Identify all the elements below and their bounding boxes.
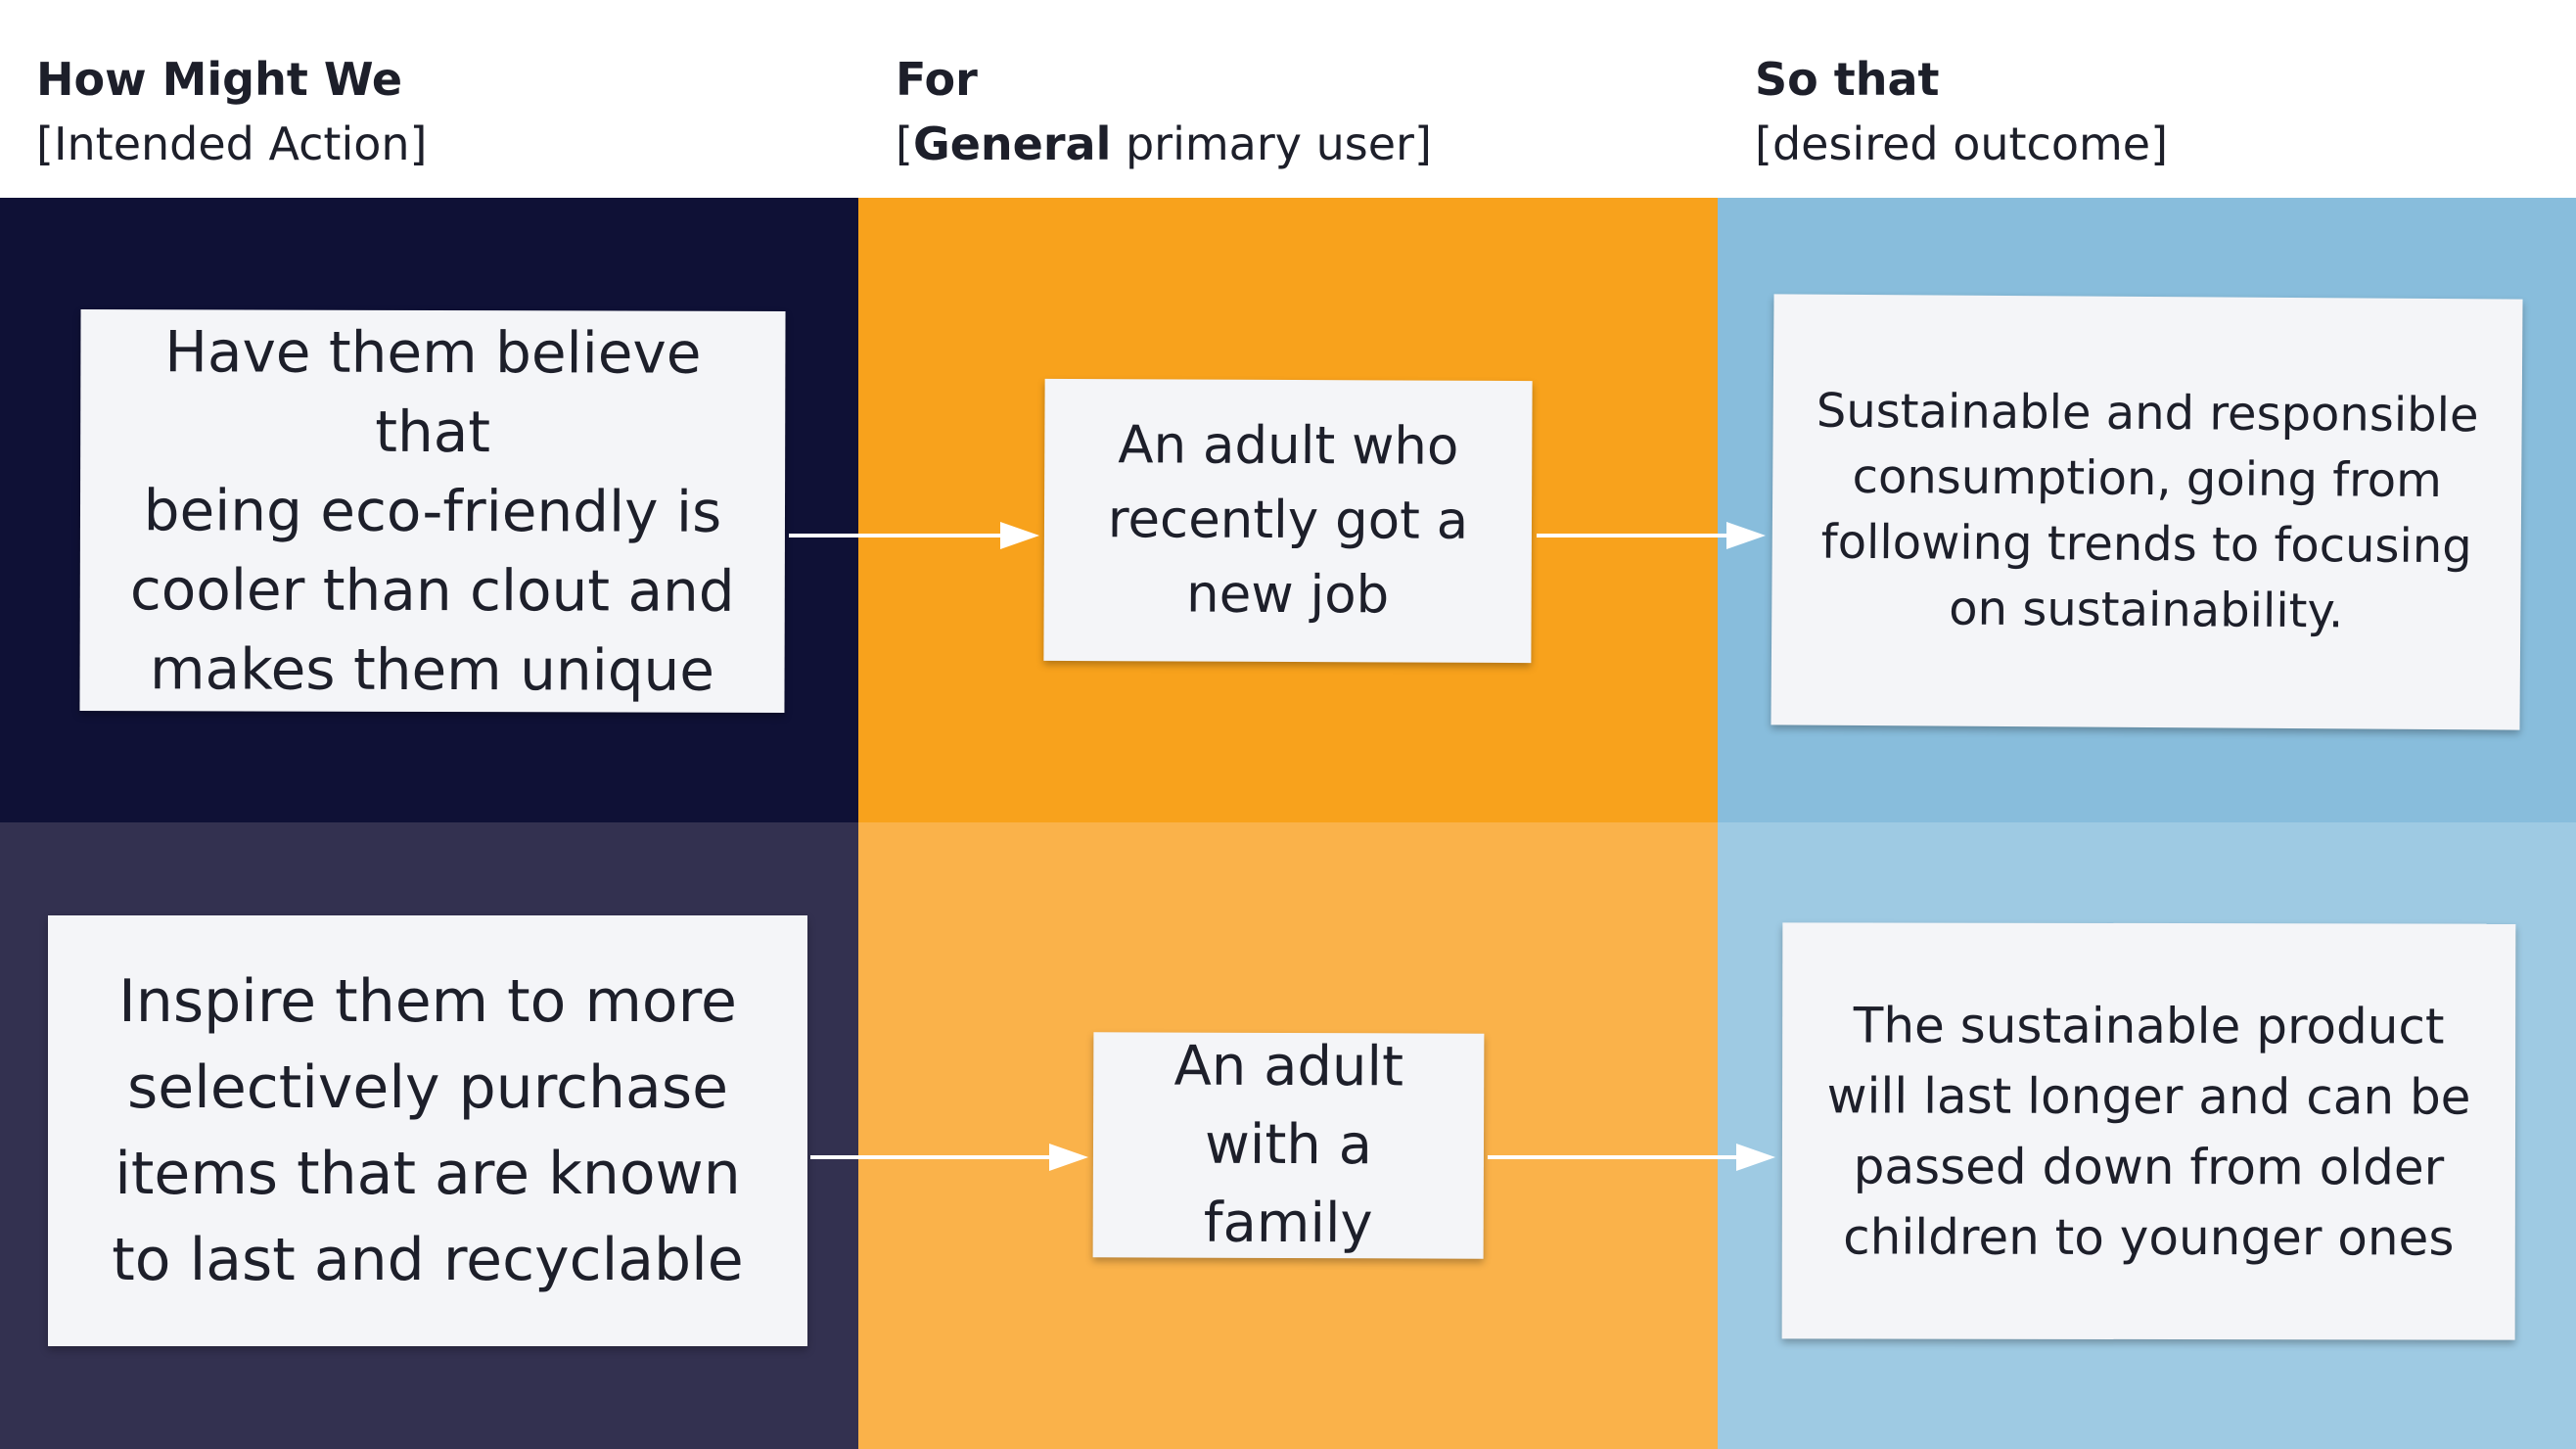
sticky-note-text: The sustainable product will last longer…: [1826, 990, 2471, 1273]
sticky-note-text: An adult with a family: [1121, 1027, 1457, 1263]
sticky-note-outcome-row1[interactable]: Sustainable and responsible consumption,…: [1771, 294, 2523, 730]
text-line: passed down from older: [1853, 1137, 2445, 1196]
header-title: So that: [1755, 53, 1940, 106]
header-subtitle: [Intended Action]: [36, 117, 428, 170]
text-line: selectively purchase: [126, 1053, 729, 1122]
text-line: An adult: [1173, 1034, 1404, 1099]
text-line: being eco-friendly is: [143, 476, 722, 545]
text-line: Sustainable and responsible: [1816, 383, 2479, 444]
text-line: recently got a: [1107, 490, 1469, 551]
header-title: For: [896, 53, 978, 106]
text-line: to last and recyclable: [112, 1226, 744, 1294]
header-subtitle: [desired outcome]: [1755, 117, 2169, 170]
text-line: children to younger ones: [1843, 1207, 2455, 1267]
sticky-note-user-row1[interactable]: An adult who recently got a new job: [1043, 378, 1533, 664]
sticky-note-text: Inspire them to more selectively purchas…: [112, 958, 743, 1303]
sticky-note-user-row2[interactable]: An adult with a family: [1092, 1032, 1485, 1259]
text-line: cooler than clout and: [129, 555, 735, 625]
text-line: following trends to focusing: [1820, 514, 2472, 575]
text-line: will last longer and can be: [1826, 1066, 2471, 1126]
header-title: How Might We: [36, 53, 403, 106]
text-line: with a family: [1203, 1112, 1373, 1256]
header-subtitle-bold: General: [912, 117, 1112, 170]
text-line: The sustainable product: [1853, 996, 2445, 1055]
header-desired-outcome: So that [desired outcome]: [1755, 47, 2168, 176]
text-line: consumption, going from: [1852, 448, 2443, 509]
sticky-note-outcome-row2[interactable]: The sustainable product will last longer…: [1781, 922, 2516, 1340]
text-line: items that are known: [115, 1140, 741, 1208]
text-line: Inspire them to more: [118, 967, 737, 1036]
text-line: makes them unique: [150, 634, 715, 704]
text-line: on sustainability.: [1949, 581, 2344, 639]
header-subtitle-rest: primary user]: [1111, 117, 1432, 170]
text-line: An adult who: [1118, 415, 1459, 477]
sticky-note-action-row1[interactable]: Have them believe that being eco-friendl…: [79, 309, 786, 713]
text-line: Have them believe that: [164, 317, 702, 465]
header-primary-user: For [General primary user]: [896, 47, 1432, 176]
header-subtitle-open: [: [896, 117, 913, 170]
header-intended-action: How Might We [Intended Action]: [36, 47, 428, 176]
sticky-note-text: Have them believe that being eco-friendl…: [107, 312, 758, 711]
sticky-note-text: An adult who recently got a new job: [1107, 408, 1469, 633]
sticky-note-action-row2[interactable]: Inspire them to more selectively purchas…: [48, 915, 807, 1346]
text-line: new job: [1185, 564, 1390, 626]
sticky-note-text: Sustainable and responsible consumption,…: [1815, 379, 2479, 646]
header-subtitle: [General primary user]: [896, 112, 1432, 176]
